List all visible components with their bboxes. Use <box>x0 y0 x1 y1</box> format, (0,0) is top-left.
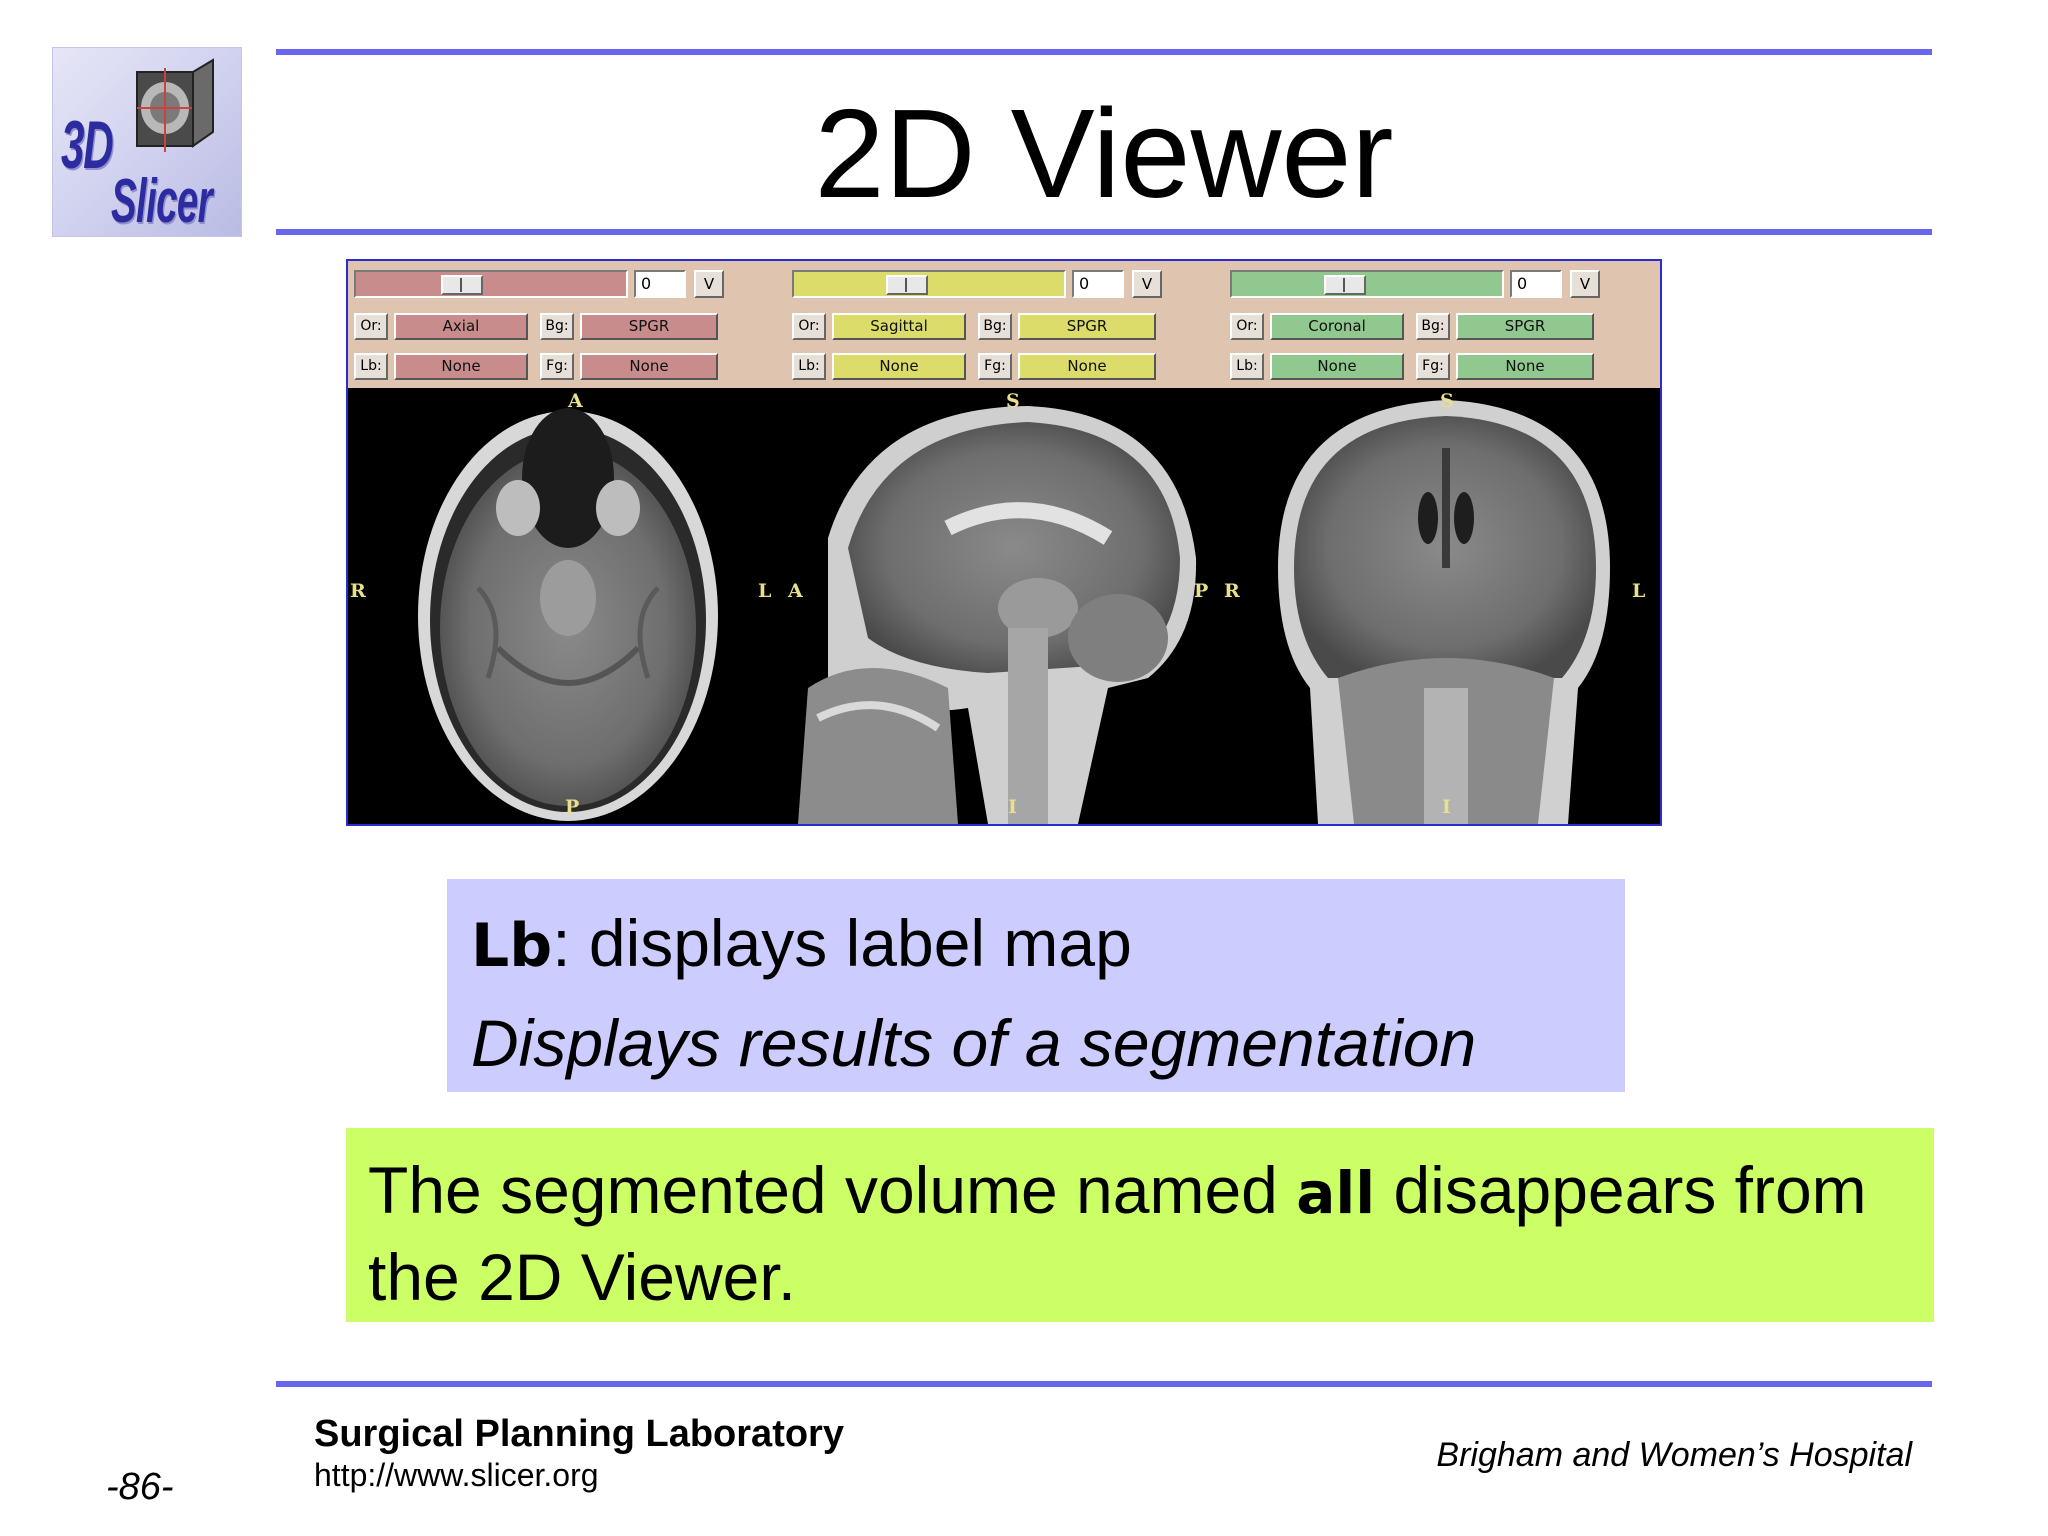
slicer-2d-viewer: 0 V Or: Axial Bg: SPGR Lb: None Fg: None… <box>346 259 1662 826</box>
axial-slice-input[interactable]: 0 <box>634 270 686 298</box>
mri-slices <box>418 388 1660 824</box>
brain-cube-icon <box>136 58 214 152</box>
sagittal-fg-menu[interactable]: None <box>1018 353 1156 380</box>
coronal-fg-menu[interactable]: None <box>1456 353 1594 380</box>
axial-or-label: Or: <box>354 313 388 340</box>
logo-slicer-text: Slicer <box>111 167 213 236</box>
slice-image-area: A P R L S I A P S I R L <box>348 388 1660 824</box>
title-underline-rule <box>276 229 1932 235</box>
sagittal-lb-menu[interactable]: None <box>832 353 966 380</box>
coronal-orientation-menu[interactable]: Coronal <box>1270 313 1404 340</box>
coronal-lb-label: Lb: <box>1230 353 1264 380</box>
sagittal-marker-right: P <box>1194 580 1209 602</box>
lb-definition: Lb: displays label map <box>471 905 1132 984</box>
sagittal-bg-menu[interactable]: SPGR <box>1018 313 1156 340</box>
lb-description: : displays label map <box>552 906 1132 980</box>
sagittal-visibility-button[interactable]: V <box>1132 270 1162 298</box>
page-number: -86- <box>106 1466 174 1508</box>
sagittal-slice-image[interactable] <box>786 388 1224 824</box>
footer-hospital: Brigham and Women’s Hospital <box>1436 1436 1912 1474</box>
result-note-text: The segmented volume named all disappear… <box>368 1148 1928 1319</box>
top-rule <box>276 49 1932 55</box>
sagittal-slider-thumb[interactable] <box>886 275 928 295</box>
coronal-visibility-button[interactable]: V <box>1570 270 1600 298</box>
lb-explanation-box: Lb: displays label map Displays results … <box>447 879 1625 1092</box>
axial-bg-label: Bg: <box>540 313 574 340</box>
axial-marker-top: A <box>568 390 583 412</box>
sagittal-marker-top: S <box>1006 390 1020 412</box>
coronal-slice-slider[interactable] <box>1230 270 1504 298</box>
coronal-lb-menu[interactable]: None <box>1270 353 1404 380</box>
coronal-bg-menu[interactable]: SPGR <box>1456 313 1594 340</box>
slicer-logo: 3D Slicer <box>52 47 242 237</box>
sagittal-marker-bottom: I <box>1008 796 1017 818</box>
axial-fg-menu[interactable]: None <box>580 353 718 380</box>
note-bold-word: all <box>1296 1159 1376 1227</box>
note-text-after: disappears from the 2D Viewer. <box>368 1153 1867 1314</box>
coronal-control-panel: 0 V Or: Coronal Bg: SPGR Lb: None Fg: No… <box>1224 261 1660 388</box>
coronal-slider-thumb[interactable] <box>1324 275 1366 295</box>
axial-marker-bottom: P <box>565 796 580 818</box>
page-title: 2D Viewer <box>814 83 1394 224</box>
coronal-marker-top: S <box>1440 390 1454 412</box>
coronal-slice-input[interactable]: 0 <box>1510 270 1562 298</box>
coronal-bg-label: Bg: <box>1416 313 1450 340</box>
coronal-fg-label: Fg: <box>1416 353 1450 380</box>
lb-keyword: Lb <box>471 911 553 981</box>
result-note-box: The segmented volume named all disappear… <box>346 1128 1934 1322</box>
axial-fg-label: Fg: <box>540 353 574 380</box>
sagittal-slice-slider[interactable] <box>792 270 1066 298</box>
logo-3d-text: 3D <box>61 107 114 183</box>
axial-lb-label: Lb: <box>354 353 388 380</box>
sagittal-bg-label: Bg: <box>978 313 1012 340</box>
coronal-marker-bottom: I <box>1442 796 1451 818</box>
lb-subtext: Displays results of a segmentation <box>471 1006 1477 1080</box>
coronal-or-label: Or: <box>1230 313 1264 340</box>
coronal-marker-right: L <box>1632 580 1646 602</box>
sagittal-or-label: Or: <box>792 313 826 340</box>
axial-slice-slider[interactable] <box>354 270 628 298</box>
sagittal-slice-input[interactable]: 0 <box>1072 270 1124 298</box>
sagittal-orientation-menu[interactable]: Sagittal <box>832 313 966 340</box>
axial-slider-thumb[interactable] <box>441 275 483 295</box>
sagittal-marker-left: A <box>788 580 803 602</box>
footer-rule <box>276 1381 1932 1387</box>
sagittal-fg-label: Fg: <box>978 353 1012 380</box>
coronal-slice-image[interactable] <box>1224 388 1660 824</box>
axial-bg-menu[interactable]: SPGR <box>580 313 718 340</box>
axial-marker-right: L <box>758 580 772 602</box>
coronal-marker-left: R <box>1224 580 1240 602</box>
axial-lb-menu[interactable]: None <box>394 353 528 380</box>
axial-slice-image[interactable] <box>418 408 718 821</box>
axial-control-panel: 0 V Or: Axial Bg: SPGR Lb: None Fg: None <box>348 261 786 388</box>
sagittal-lb-label: Lb: <box>792 353 826 380</box>
footer-lab-name: Surgical Planning Laboratory <box>314 1413 844 1455</box>
axial-visibility-button[interactable]: V <box>694 270 724 298</box>
sagittal-control-panel: 0 V Or: Sagittal Bg: SPGR Lb: None Fg: N… <box>786 261 1224 388</box>
note-text-before: The segmented volume named <box>368 1153 1297 1227</box>
axial-orientation-menu[interactable]: Axial <box>394 313 528 340</box>
footer-url-link[interactable]: http://www.slicer.org <box>314 1457 599 1493</box>
axial-marker-left: R <box>350 580 366 602</box>
